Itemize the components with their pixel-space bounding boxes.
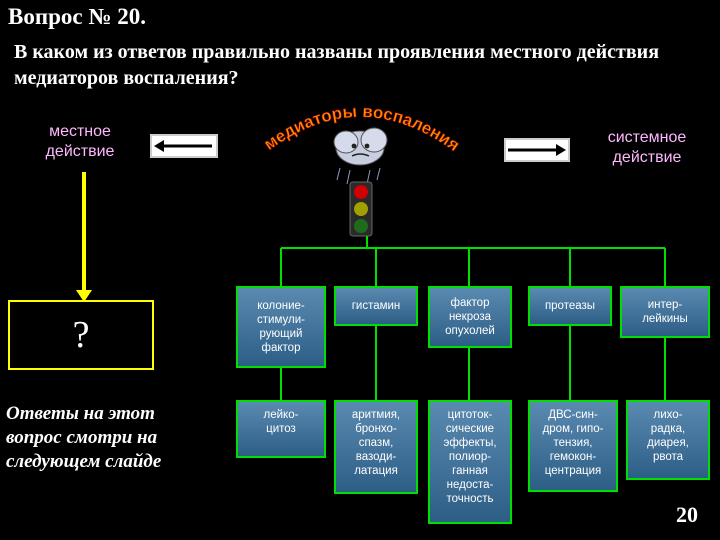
effect-box-cytotoxic: цитоток- сические эффекты, полиор- ганна…	[428, 400, 512, 524]
right-arrow-icon	[504, 138, 570, 162]
systemic-action-label: системное действие	[607, 129, 687, 166]
mediator-box-tnf: фактор некроза опухолей	[428, 286, 512, 348]
mediator-box-proteases: протеазы	[528, 286, 612, 326]
slide-title: Вопрос № 20.	[8, 4, 146, 29]
traffic-light-icon	[349, 181, 373, 237]
mediators-graphic: медиаторы воспаления	[260, 102, 463, 237]
mediator-box-histamine: гистамин	[334, 286, 418, 326]
mediator-box-csf: колоние- стимули- рующий фактор	[236, 286, 326, 368]
local-action-label: местное действие	[45, 123, 115, 160]
left-arrow-icon	[150, 134, 218, 158]
mediator-box-interleukins: интер- лейкины	[620, 286, 710, 338]
effect-box-arrhythmia: аритмия, бронхо- спазм, вазоди- латация	[334, 400, 418, 494]
answer-note: Ответы на этот вопрос смотри на следующе…	[6, 403, 162, 472]
effect-box-fever: лихо- радка, диарея, рвота	[626, 400, 710, 480]
answer-placeholder-box: ?	[8, 300, 154, 370]
cloud-icon	[333, 127, 388, 185]
effect-box-dic: ДВС-син- дром, гипо- тензия, гемокон- це…	[528, 400, 618, 492]
slide-number: 20	[676, 502, 698, 527]
question-text: В каком из ответов правильно названы про…	[14, 41, 660, 89]
effect-box-leukocytosis: лейко- цитоз	[236, 400, 326, 458]
